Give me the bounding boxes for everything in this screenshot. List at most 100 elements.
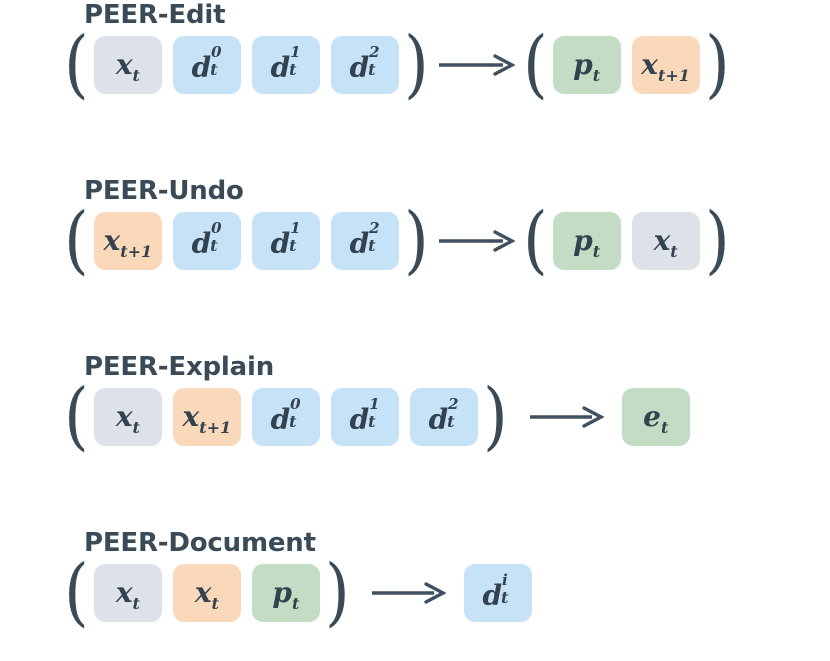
symbol-superscript: 1 xyxy=(290,218,301,237)
token-symbol: pt xyxy=(272,576,299,612)
output-token-list: et xyxy=(621,388,690,446)
symbol-base: x xyxy=(641,48,658,81)
symbol-base: d xyxy=(482,578,503,612)
token-box: xt xyxy=(93,388,162,446)
arrow-slot xyxy=(431,228,521,254)
symbol-superscript: 1 xyxy=(369,394,380,413)
symbol-subscript: t xyxy=(660,418,669,437)
arrow-slot xyxy=(352,580,464,606)
symbol-subscript: t xyxy=(592,242,601,261)
symbol-base: x xyxy=(115,48,133,81)
close-paren: ) xyxy=(404,21,429,108)
output-token-list: pt xt+1 xyxy=(552,36,700,94)
token-symbol: xt xyxy=(653,224,678,260)
symbol-superscript: 0 xyxy=(290,394,301,413)
right-arrow-icon xyxy=(370,580,446,606)
variant-title: PEER-Edit xyxy=(84,0,226,30)
arrow-slot xyxy=(510,404,622,430)
token-symbol: xt xyxy=(115,576,140,612)
symbol-subscript: t xyxy=(592,66,601,85)
token-box: xt xyxy=(93,564,162,622)
symbol-base: x xyxy=(115,400,133,433)
symbol-base: d xyxy=(191,226,212,260)
token-box: xt+1 xyxy=(631,36,700,94)
token-symbol: pt xyxy=(573,48,600,84)
symbol-base: x xyxy=(182,400,200,433)
symbol-subscript: t xyxy=(447,411,455,431)
symbol-subscript: t xyxy=(289,235,297,255)
token-symbol: xt xyxy=(115,48,140,84)
symbol-base: x xyxy=(103,224,121,257)
symbol-base: p xyxy=(573,224,593,257)
close-paren: ) xyxy=(325,549,350,636)
symbol-subscript: t xyxy=(289,59,297,79)
symbol-superscript: 2 xyxy=(448,394,459,413)
symbol-base: e xyxy=(643,400,661,433)
right-arrow-icon xyxy=(437,52,515,78)
token-symbol: et xyxy=(643,400,668,436)
symbol-subscript: t+1 xyxy=(199,418,232,437)
symbol-superscript: 2 xyxy=(369,218,380,237)
symbol-subscript: t xyxy=(368,235,376,255)
output-group: et xyxy=(621,388,690,446)
symbol-base: d xyxy=(191,50,212,84)
token-symbol: pt xyxy=(573,224,600,260)
symbol-subscript: t xyxy=(132,66,140,85)
token-box: xt xyxy=(172,564,241,622)
symbol-subscript: t xyxy=(368,411,376,431)
symbol-base: p xyxy=(272,576,292,609)
symbol-subscript: t+1 xyxy=(120,242,153,261)
close-paren: ) xyxy=(404,197,429,284)
token-box: pt xyxy=(251,564,320,622)
symbol-subscript: t xyxy=(132,418,140,437)
symbol-superscript: i xyxy=(502,570,508,589)
symbol-subscript: t xyxy=(211,594,219,613)
variant-title: PEER-Document xyxy=(84,528,316,558)
close-paren: ) xyxy=(704,197,730,284)
symbol-subscript: t xyxy=(289,411,297,431)
open-paren: ( xyxy=(522,197,548,284)
symbol-subscript: t xyxy=(132,594,140,613)
symbol-superscript: 1 xyxy=(290,42,301,61)
token-box: xt xyxy=(93,36,162,94)
symbol-subscript: t xyxy=(210,235,218,255)
open-paren: ( xyxy=(64,21,89,108)
open-paren: ( xyxy=(64,197,89,284)
symbol-base: x xyxy=(115,576,133,609)
token-box: xt+1 xyxy=(172,388,241,446)
symbol-subscript: t xyxy=(210,59,218,79)
symbol-base: x xyxy=(653,224,671,257)
right-arrow-icon xyxy=(528,404,604,430)
symbol-base: d xyxy=(349,226,370,260)
symbol-base: p xyxy=(573,48,593,81)
